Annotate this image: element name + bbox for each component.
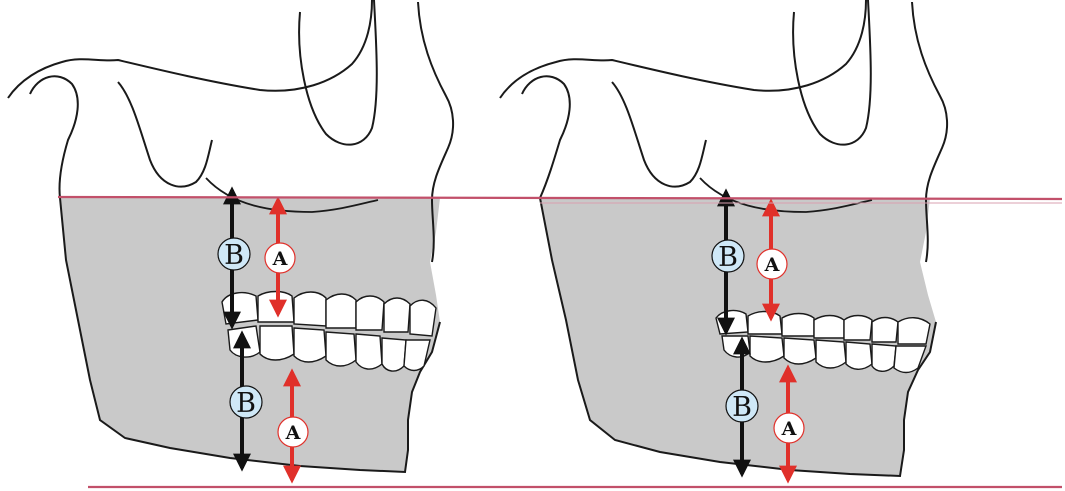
upper-b-label: B [712, 240, 744, 273]
upper-a-label: A [265, 243, 295, 273]
svg-text:A: A [781, 418, 797, 440]
lower-a-label: A [774, 413, 804, 443]
condyle-outline [522, 76, 570, 198]
svg-text:B: B [718, 242, 738, 273]
lower-a-label: A [278, 417, 308, 447]
coronoid-outline [118, 82, 212, 187]
upper-a-label: A [757, 249, 787, 279]
orbit-outline [793, 0, 871, 145]
left-panel: B A B A [8, 0, 453, 480]
svg-text:A: A [272, 248, 288, 270]
condyle-outline [30, 76, 78, 198]
orbit-outline [299, 0, 377, 145]
svg-text:A: A [285, 422, 301, 444]
svg-text:B: B [224, 240, 244, 271]
lower-b-label: B [726, 390, 758, 423]
skull-outline [8, 0, 372, 98]
svg-text:A: A [764, 254, 780, 276]
svg-text:B: B [732, 392, 752, 423]
lower-b-label: B [230, 386, 262, 419]
coronoid-outline [612, 82, 706, 187]
upper-b-label: B [218, 238, 250, 271]
right-panel: B A B A [500, 0, 947, 480]
skull-outline [500, 0, 866, 98]
svg-text:B: B [236, 388, 256, 419]
